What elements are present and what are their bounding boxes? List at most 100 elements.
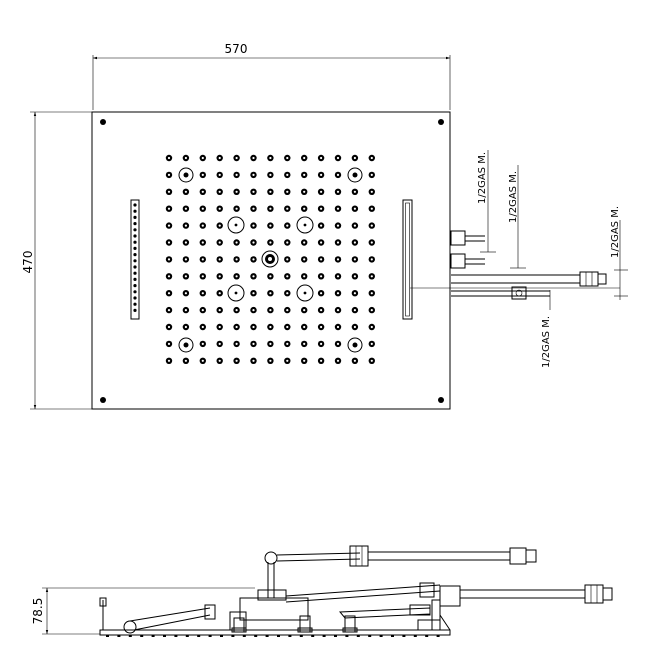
nozzle-hole <box>184 190 187 193</box>
nozzle-hole <box>218 258 221 261</box>
nozzle-hole <box>286 224 289 227</box>
gas-label-4: 1/2GAS M. <box>541 316 552 368</box>
waterfall-hole <box>133 302 137 306</box>
gas-label-3: 1/2GAS M. <box>610 206 621 258</box>
side-nozzle <box>402 635 406 637</box>
nozzle-hole <box>269 173 272 176</box>
nozzle-hole <box>370 173 373 176</box>
center-fitting <box>261 250 279 268</box>
nozzle-hole <box>235 342 238 345</box>
nozzle-hole <box>353 275 356 278</box>
nozzle-hole <box>353 156 356 160</box>
upper-supply-pipe <box>276 545 537 567</box>
nozzle-grid <box>165 154 375 364</box>
nozzle-hole <box>167 241 171 244</box>
nozzle-hole <box>320 292 323 295</box>
side-nozzle <box>368 635 372 637</box>
nozzle-hole <box>303 190 306 193</box>
nozzle-hole <box>201 258 204 261</box>
nozzle-hole <box>184 309 187 312</box>
side-nozzle <box>220 635 223 637</box>
nozzle-hole <box>353 258 356 261</box>
shower-plate-outline <box>91 111 451 410</box>
nozzle-hole <box>286 156 289 160</box>
nozzle-hole <box>235 156 238 160</box>
side-base-plate <box>99 629 451 636</box>
nozzle-hole <box>201 309 204 312</box>
waterfall-hole <box>133 296 137 300</box>
side-nozzle <box>436 635 440 637</box>
nozzle-hole <box>201 224 204 227</box>
nozzle-hole <box>320 156 323 160</box>
nozzle-hole <box>235 258 238 261</box>
side-nozzle <box>425 635 429 637</box>
side-nozzle <box>197 635 201 637</box>
nozzle-hole <box>353 325 356 329</box>
nozzle-hole <box>303 258 306 261</box>
nozzle-hole <box>235 359 238 362</box>
side-nozzle <box>208 635 212 637</box>
right-waterfall-bar <box>402 199 413 320</box>
nozzle-hole <box>184 359 187 362</box>
center-body <box>229 551 358 633</box>
nozzle-hole <box>320 190 323 193</box>
gas-label-1: 1/2GAS M. <box>477 152 488 204</box>
nozzle-hole <box>252 207 255 210</box>
nozzle-hole <box>303 359 306 362</box>
nozzle-hole <box>269 309 272 312</box>
nozzle-hole <box>353 190 356 193</box>
nozzle-hole <box>201 359 204 362</box>
nozzle-hole <box>184 325 187 329</box>
height-dimension: 470 <box>21 111 92 410</box>
nozzle-hole <box>286 292 289 295</box>
nozzle-hole <box>353 224 356 227</box>
side-nozzle <box>231 635 235 637</box>
nozzle-hole <box>303 309 306 312</box>
side-nozzle <box>311 635 315 637</box>
nozzle-hole <box>269 224 272 227</box>
nozzle-hole <box>286 241 289 244</box>
nozzle-hole <box>370 342 373 345</box>
waterfall-hole <box>133 209 137 213</box>
nozzle-hole <box>320 325 323 329</box>
nozzle-hole <box>370 325 373 329</box>
side-nozzle <box>334 635 337 637</box>
waterfall-hole <box>133 228 137 232</box>
nozzle-hole <box>218 309 221 312</box>
left-support-arm <box>99 597 216 634</box>
nozzle-hole <box>370 241 373 244</box>
nozzle-hole <box>201 241 204 244</box>
connection-labels: 1/2GAS M. 1/2GAS M. 1/2GAS M. 1/2GAS M. <box>477 152 621 368</box>
nozzle-hole <box>336 342 340 345</box>
nozzle-hole <box>320 241 323 244</box>
nozzle-hole <box>167 173 171 176</box>
nozzle-hole <box>218 325 221 329</box>
nozzle-hole <box>167 190 171 193</box>
nozzle-hole <box>353 359 356 362</box>
nozzle-hole <box>201 190 204 193</box>
waterfall-hole <box>133 222 137 226</box>
side-nozzle <box>379 635 383 637</box>
right-side-connections <box>410 150 628 310</box>
nozzle-hole <box>370 309 373 312</box>
nozzle-hole <box>167 258 171 261</box>
nozzle-hole <box>336 224 340 227</box>
nozzle-hole <box>201 342 204 345</box>
side-nozzle <box>117 635 121 637</box>
nozzle-hole <box>235 325 238 329</box>
nozzle-hole <box>336 292 340 295</box>
waterfall-hole <box>133 203 137 207</box>
side-height-label: 78.5 <box>31 598 45 625</box>
nozzle-hole <box>252 292 255 295</box>
nozzle-hole <box>218 275 221 278</box>
nozzle-hole <box>370 207 373 210</box>
nozzle-hole <box>184 156 187 160</box>
waterfall-hole <box>133 271 137 275</box>
nozzle-hole <box>370 258 373 261</box>
nozzle-hole <box>336 309 340 312</box>
waterfall-hole <box>133 240 137 244</box>
nozzle-hole <box>235 309 238 312</box>
nozzle-hole <box>218 292 221 295</box>
nozzle-hole <box>269 190 272 193</box>
nozzle-hole <box>320 342 323 345</box>
